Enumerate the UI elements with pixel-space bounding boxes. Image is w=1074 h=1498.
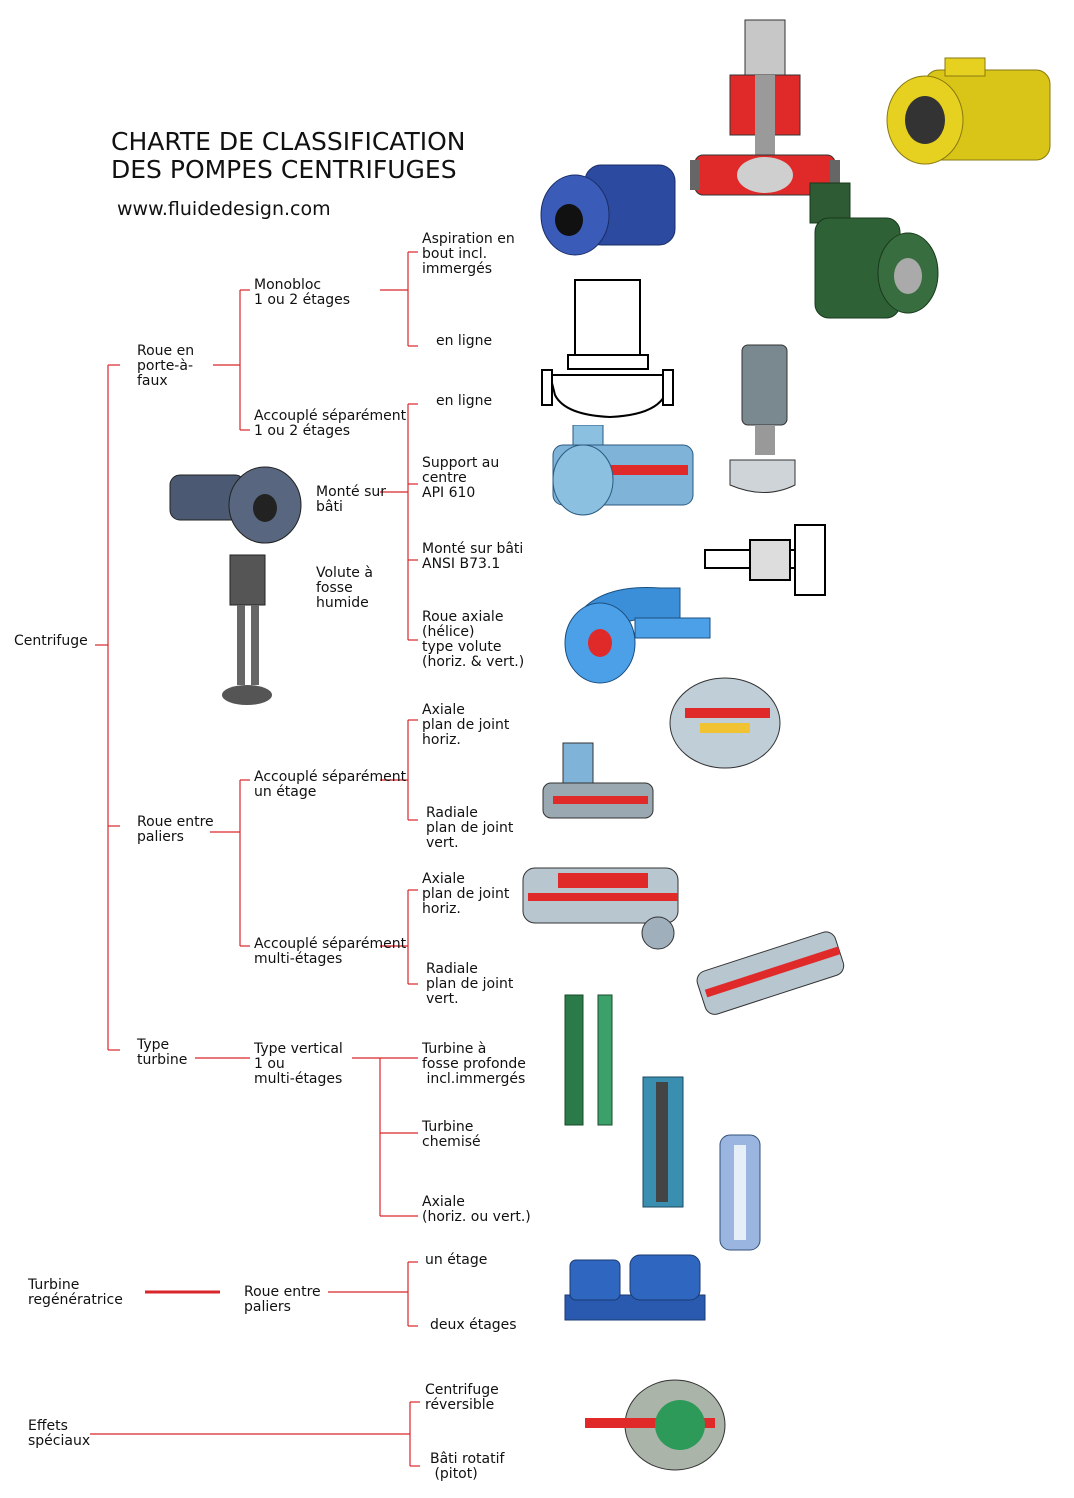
sump-pump-image bbox=[222, 554, 272, 705]
node-axiale-1: Axiale plan de joint horiz. bbox=[422, 702, 510, 748]
page-title: CHARTE DE CLASSIFICATION DES POMPES CENT… bbox=[111, 128, 465, 184]
can-turbine-image bbox=[642, 1076, 684, 1208]
inline-pump-drawing-image bbox=[541, 279, 674, 419]
node-monte-sur-bati: Monté sur bâti bbox=[316, 484, 386, 515]
node-turbine-fosse: Turbine à fosse profonde incl.immergés bbox=[422, 1041, 526, 1087]
node-radiale-2: Radiale plan de joint vert. bbox=[426, 961, 514, 1007]
node-en-ligne-1: en ligne bbox=[436, 333, 493, 349]
title-line-2: DES POMPES CENTRIFUGES bbox=[111, 155, 457, 184]
node-bati-rotatif: Bâti rotatif (pitot) bbox=[430, 1451, 505, 1482]
node-un-etage: un étage bbox=[425, 1252, 488, 1268]
deep-well-turbine-image bbox=[564, 994, 613, 1126]
node-effets-speciaux: Effets spéciaux bbox=[28, 1418, 91, 1449]
node-roue-entre-paliers: Roue entre paliers bbox=[137, 814, 214, 845]
node-accouple-multi: Accouplé séparément multi-étages bbox=[254, 936, 407, 967]
node-monte-bati-ansi: Monté sur bâti ANSI B73.1 bbox=[422, 541, 524, 572]
node-centrifuge-reversible: Centrifuge réversible bbox=[425, 1382, 499, 1413]
node-monobloc: Monobloc 1 ou 2 étages bbox=[254, 277, 351, 308]
axial-turbine-image bbox=[719, 1134, 761, 1251]
regenerative-turbine-pump-image bbox=[564, 1254, 706, 1321]
multistage-radial-split-pump-image bbox=[696, 931, 845, 1015]
node-radiale-1: Radiale plan de joint vert. bbox=[426, 805, 514, 851]
green-pump-image bbox=[809, 182, 939, 319]
multistage-axial-split-pump-image bbox=[522, 867, 679, 950]
axial-volute-pump-image bbox=[564, 587, 711, 684]
node-roue-porte-a-faux: Roue en porte-à- faux bbox=[137, 343, 195, 389]
node-type-turbine: Type turbine bbox=[137, 1037, 188, 1068]
node-volute-fosse: Volute à fosse humide bbox=[316, 565, 373, 611]
node-roue-entre-paliers-2: Roue entre paliers bbox=[244, 1284, 321, 1315]
api610-pump-cutaway-image bbox=[552, 425, 694, 516]
node-accouple-un-etage: Accouplé séparément un étage bbox=[254, 769, 407, 800]
pitot-pump-image bbox=[585, 1379, 726, 1471]
node-roue-axiale: Roue axiale (hélice) type volute (horiz.… bbox=[422, 609, 525, 670]
node-accouple-separement-1: Accouplé séparément 1 ou 2 étages bbox=[254, 408, 407, 439]
inline-pump-cutaway-image bbox=[690, 19, 840, 196]
yellow-pump-image bbox=[886, 57, 1051, 165]
axial-split-case-pump-image bbox=[669, 677, 781, 769]
node-turbine-chemise: Turbine chemisé bbox=[422, 1119, 481, 1150]
node-axiale-2: Axiale plan de joint horiz. bbox=[422, 871, 510, 917]
node-aspiration: Aspiration en bout incl. immergés bbox=[422, 231, 515, 277]
node-turbine-regeneratrice: Turbine regénératrice bbox=[28, 1277, 123, 1308]
title-line-1: CHARTE DE CLASSIFICATION bbox=[111, 127, 466, 156]
node-en-ligne-2: en ligne bbox=[436, 393, 493, 409]
node-axiale-3: Axiale (horiz. ou vert.) bbox=[422, 1194, 531, 1225]
ansi-pump-drawing-image bbox=[704, 524, 826, 596]
node-type-vertical: Type vertical 1 ou multi-étages bbox=[254, 1041, 343, 1087]
website-url: www.fluidedesign.com bbox=[117, 198, 331, 220]
radial-split-pump-image bbox=[542, 742, 654, 819]
node-support-centre: Support au centre API 610 bbox=[422, 455, 500, 501]
node-centrifuge: Centrifuge bbox=[14, 633, 88, 649]
blue-monobloc-pump-image bbox=[540, 164, 676, 256]
node-deux-etages: deux étages bbox=[430, 1317, 517, 1333]
frame-mounted-pump-image bbox=[169, 466, 302, 544]
vertical-inline-pump-image bbox=[729, 344, 796, 493]
